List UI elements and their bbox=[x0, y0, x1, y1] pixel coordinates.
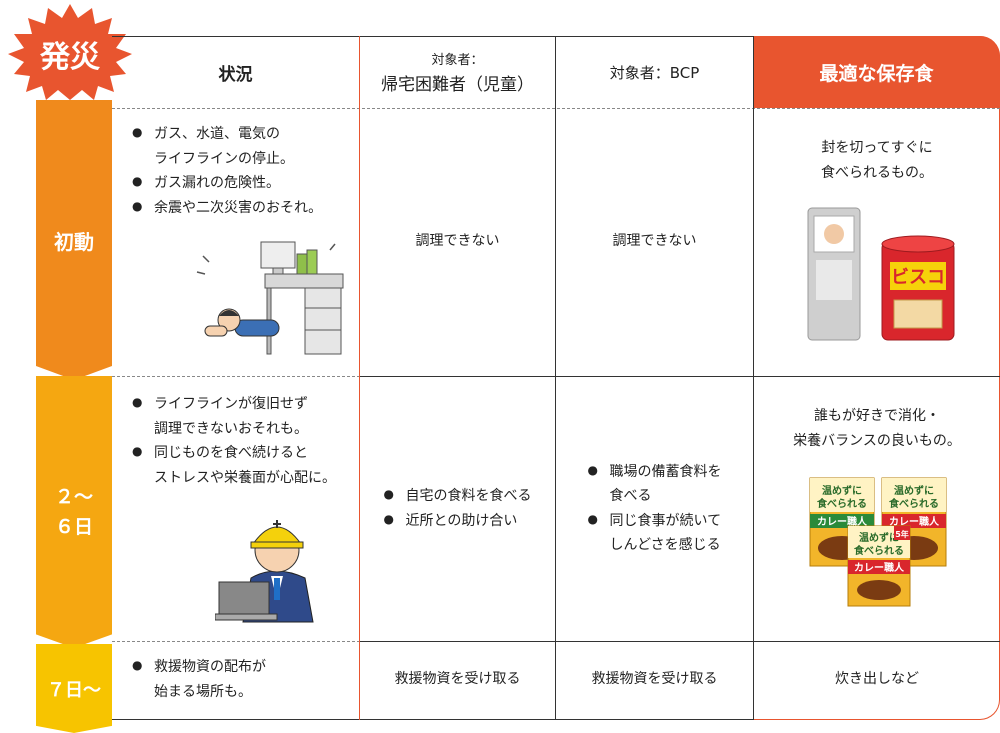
header-divider bbox=[112, 108, 1000, 109]
curry2-line2: 食べられる bbox=[888, 497, 939, 510]
row2-target1-bullet-2: 近所との助け合い bbox=[384, 509, 532, 534]
phase-2-6days: ２～６日 bbox=[36, 376, 112, 648]
header-target2: 対象者：BCP bbox=[609, 63, 700, 82]
row1-bullet-3: 余震や二次災害のおそれ。 bbox=[132, 196, 352, 221]
row3-situation: 救援物資の配布が 始まる場所も。 bbox=[132, 655, 352, 704]
row1-target1: 調理できない bbox=[415, 233, 500, 250]
curry3-brand: カレー職人 bbox=[854, 561, 905, 574]
row2-target2-bullet-2: 同じ食事が続いて しんどさを感じる bbox=[588, 509, 722, 558]
curry3-line2: 食べられる bbox=[853, 544, 904, 557]
curry2-line1: 温めずに bbox=[894, 484, 934, 497]
curry1-brand: カレー職人 bbox=[817, 515, 868, 528]
header-situation: 状況 bbox=[218, 64, 253, 85]
phase-initial-label: 初動 bbox=[54, 229, 94, 254]
row2-target1: 自宅の食料を食べる 近所との助け合い bbox=[360, 376, 555, 641]
row2-situation: ライフラインが復旧せず 調理できないおそれも。 同じものを食べ続けると ストレス… bbox=[132, 392, 354, 490]
grid-top-line bbox=[112, 36, 754, 37]
row2-target2: 職場の備蓄食料を 食べる 同じ食事が続いて しんどさを感じる bbox=[556, 376, 753, 641]
row-divider-1 bbox=[360, 376, 1000, 377]
starburst-icon bbox=[8, 4, 132, 100]
curry1-line2: 食べられる bbox=[816, 497, 867, 510]
row3-bullet-1: 救援物資の配布が 始まる場所も。 bbox=[132, 655, 352, 704]
bisco-label: ビスコ bbox=[891, 267, 945, 288]
row-divider-2-situation bbox=[112, 641, 360, 642]
row-divider-2 bbox=[360, 641, 1000, 642]
curry1-line1: 温めずに bbox=[822, 484, 862, 497]
curry-badge: 5年 bbox=[895, 529, 909, 539]
col-divider-1 bbox=[359, 36, 360, 720]
disaster-badge: 発災 bbox=[0, 2, 140, 102]
row2-bullet-1: ライフラインが復旧せず 調理できないおそれも。 bbox=[132, 392, 354, 441]
header-best: 最適な保存食 bbox=[753, 36, 1000, 108]
row2-target2-bullet-1: 職場の備蓄食料を 食べる bbox=[588, 460, 722, 509]
col-divider-2 bbox=[555, 36, 556, 720]
row1-bullet-2: ガス漏れの危険性。 bbox=[132, 171, 352, 196]
phase-initial: 初動 bbox=[36, 100, 112, 380]
worker-with-helmet-illustration bbox=[215, 520, 314, 623]
header-target1: 対象者： 帰宅困難者（児童） bbox=[381, 53, 534, 95]
curry-products-illustration: 温めずに 食べられる カレー職人 温めずに 食べられる カレー職人 温めずに 食… bbox=[809, 477, 947, 607]
phase-7days: ７日～ bbox=[36, 644, 112, 733]
row1-bullet-1: ガス、水道、電気の ライフラインの停止。 bbox=[132, 122, 352, 171]
row1-target2: 調理できない bbox=[612, 233, 697, 250]
row2-target1-bullet-1: 自宅の食料を食べる bbox=[384, 484, 532, 509]
row1-best-text: 封を切ってすぐに 食べられるもの。 bbox=[821, 140, 933, 181]
phase-7days-label: ７日～ bbox=[47, 679, 101, 701]
row2-best-text: 誰もが好きで消化・ 栄養バランスの良いもの。 bbox=[793, 408, 961, 449]
bisco-products-illustration: ビスコ bbox=[807, 207, 955, 341]
phase-2-6days-label: ２～６日 bbox=[54, 485, 93, 538]
curry3-line1: 温めずに bbox=[859, 531, 899, 544]
row3-best: 炊き出しなど bbox=[835, 671, 919, 688]
curry2-brand: カレー職人 bbox=[889, 515, 940, 528]
col-divider-3 bbox=[753, 36, 754, 720]
row2-bullet-2: 同じものを食べ続けると ストレスや栄養面が心配に。 bbox=[132, 441, 354, 490]
row-divider-1-situation bbox=[112, 376, 360, 377]
grid-bottom-line bbox=[112, 719, 754, 720]
row1-situation: ガス、水道、電気の ライフラインの停止。 ガス漏れの危険性。 余震や二次災害のお… bbox=[132, 122, 352, 220]
row3-target1: 救援物資を受け取る bbox=[394, 671, 521, 688]
office-worker-under-desk-illustration bbox=[196, 241, 344, 355]
row3-target2: 救援物資を受け取る bbox=[591, 671, 718, 688]
badge-label: 発災 bbox=[40, 40, 100, 75]
